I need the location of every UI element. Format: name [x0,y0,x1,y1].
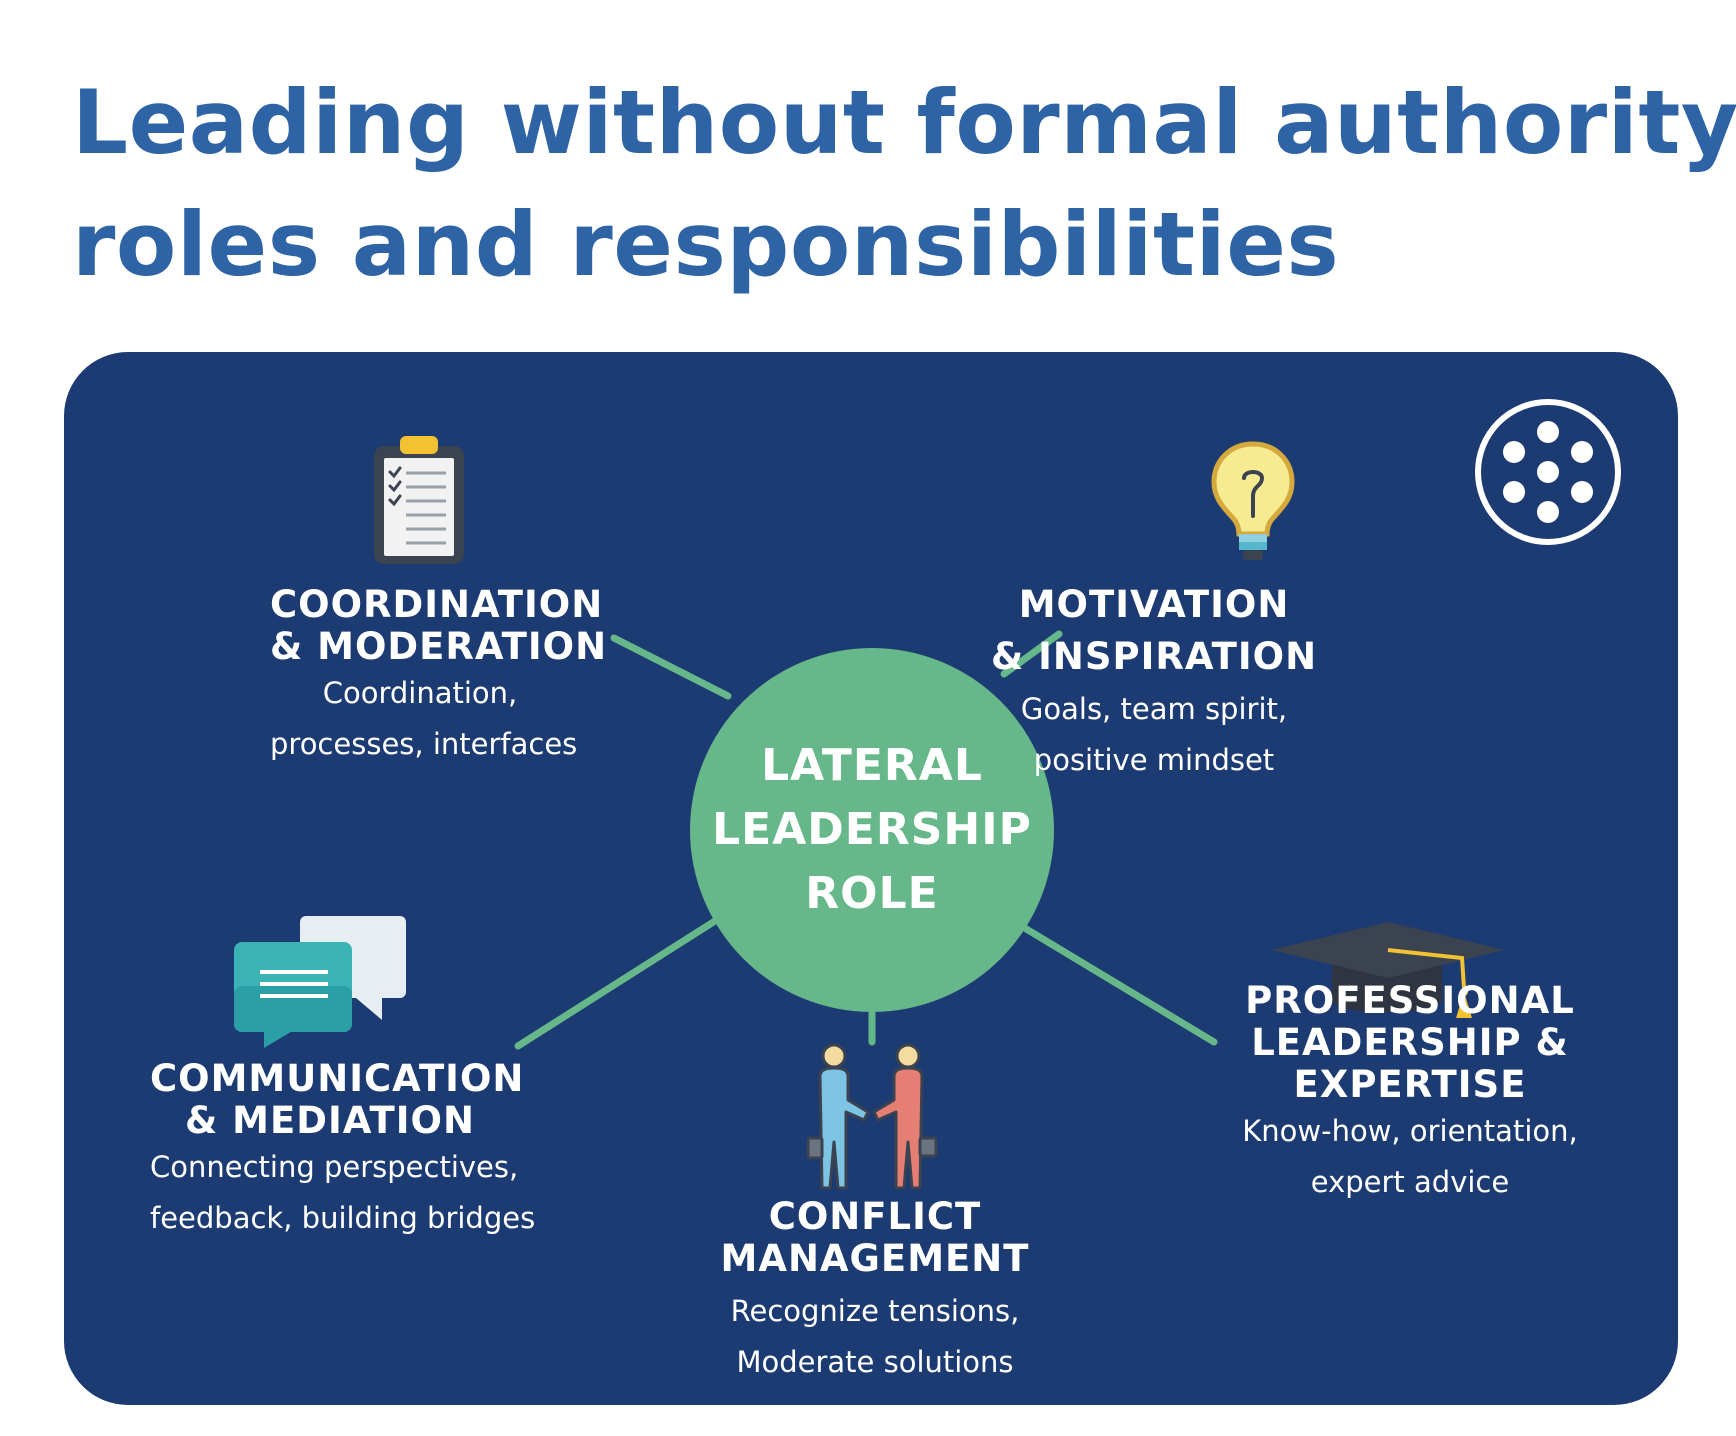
title-line-2: roles and responsibilities [72,193,1340,296]
role-description-line: positive mindset [1033,743,1275,777]
page-title: Leading without formal authority: roles … [72,62,1736,306]
role-description-line: Know-how, orientation, [1242,1114,1578,1148]
role-heading-line: COMMUNICATION [150,1057,525,1100]
role-description-line: Coordination, [322,676,518,710]
role-heading-line: LEADERSHIP & [1251,1021,1569,1064]
role-description-line: Recognize tensions, [730,1294,1020,1328]
role-description-line: Connecting perspectives, [150,1150,519,1184]
center-circle: LATERAL LEADERSHIP ROLE [690,648,1054,1012]
role-description-line: expert advice [1310,1165,1510,1199]
role-coordination-moderation: COORDINATION & MODERATION Coordination, … [270,583,608,770]
role-heading-line: PROFESSIONAL [1245,979,1575,1022]
role-heading-line: COORDINATION [270,583,604,626]
role-heading-line: MANAGEMENT [720,1237,1030,1280]
handshake-icon [806,1043,938,1190]
role-communication-mediation: COMMUNICATION & MEDIATION Connecting per… [150,1057,536,1244]
role-description-line: feedback, building bridges [150,1201,536,1235]
role-heading-line: & MODERATION [270,625,608,668]
role-heading-line: & MEDIATION [185,1099,475,1142]
connector-lines [514,630,1218,1050]
connector-communication [514,910,730,1050]
role-description-line: Moderate solutions [736,1345,1014,1379]
center-line-3: ROLE [805,868,939,919]
graduation-cap-icon [1272,922,1504,1018]
role-conflict-management: CONFLICT MANAGEMENT Recognize tensions, … [700,1196,1050,1388]
center-line-1: LATERAL [761,740,983,791]
role-description-line: Goals, team spirit, [1020,692,1288,726]
diagram-panel: LATERAL LEADERSHIP ROLE COORDINATION & M… [64,352,1678,1405]
dots-circle-logo-icon [1475,399,1621,545]
role-heading-line: CONFLICT [768,1195,982,1238]
connector-coordination [610,634,732,700]
role-heading-line: & INSPIRATION [990,635,1318,678]
speech-bubbles-icon [234,916,406,1048]
clipboard-checklist-icon [374,436,464,564]
role-description-line: processes, interfaces [270,727,578,761]
title-line-1: Leading without formal authority: [72,71,1736,174]
role-heading-line: EXPERTISE [1293,1063,1527,1106]
lightbulb-icon [1211,441,1295,560]
connector-motivation [1000,630,1063,678]
role-heading-line: MOTIVATION [1018,583,1290,626]
role-professional-expertise: PROFESSIONAL LEADERSHIP & EXPERTISE Know… [1230,980,1590,1208]
role-motivation-inspiration: MOTIVATION & INSPIRATION Goals, team spi… [984,584,1324,786]
connector-expertise [1014,920,1218,1046]
center-line-2: LEADERSHIP [712,804,1032,855]
